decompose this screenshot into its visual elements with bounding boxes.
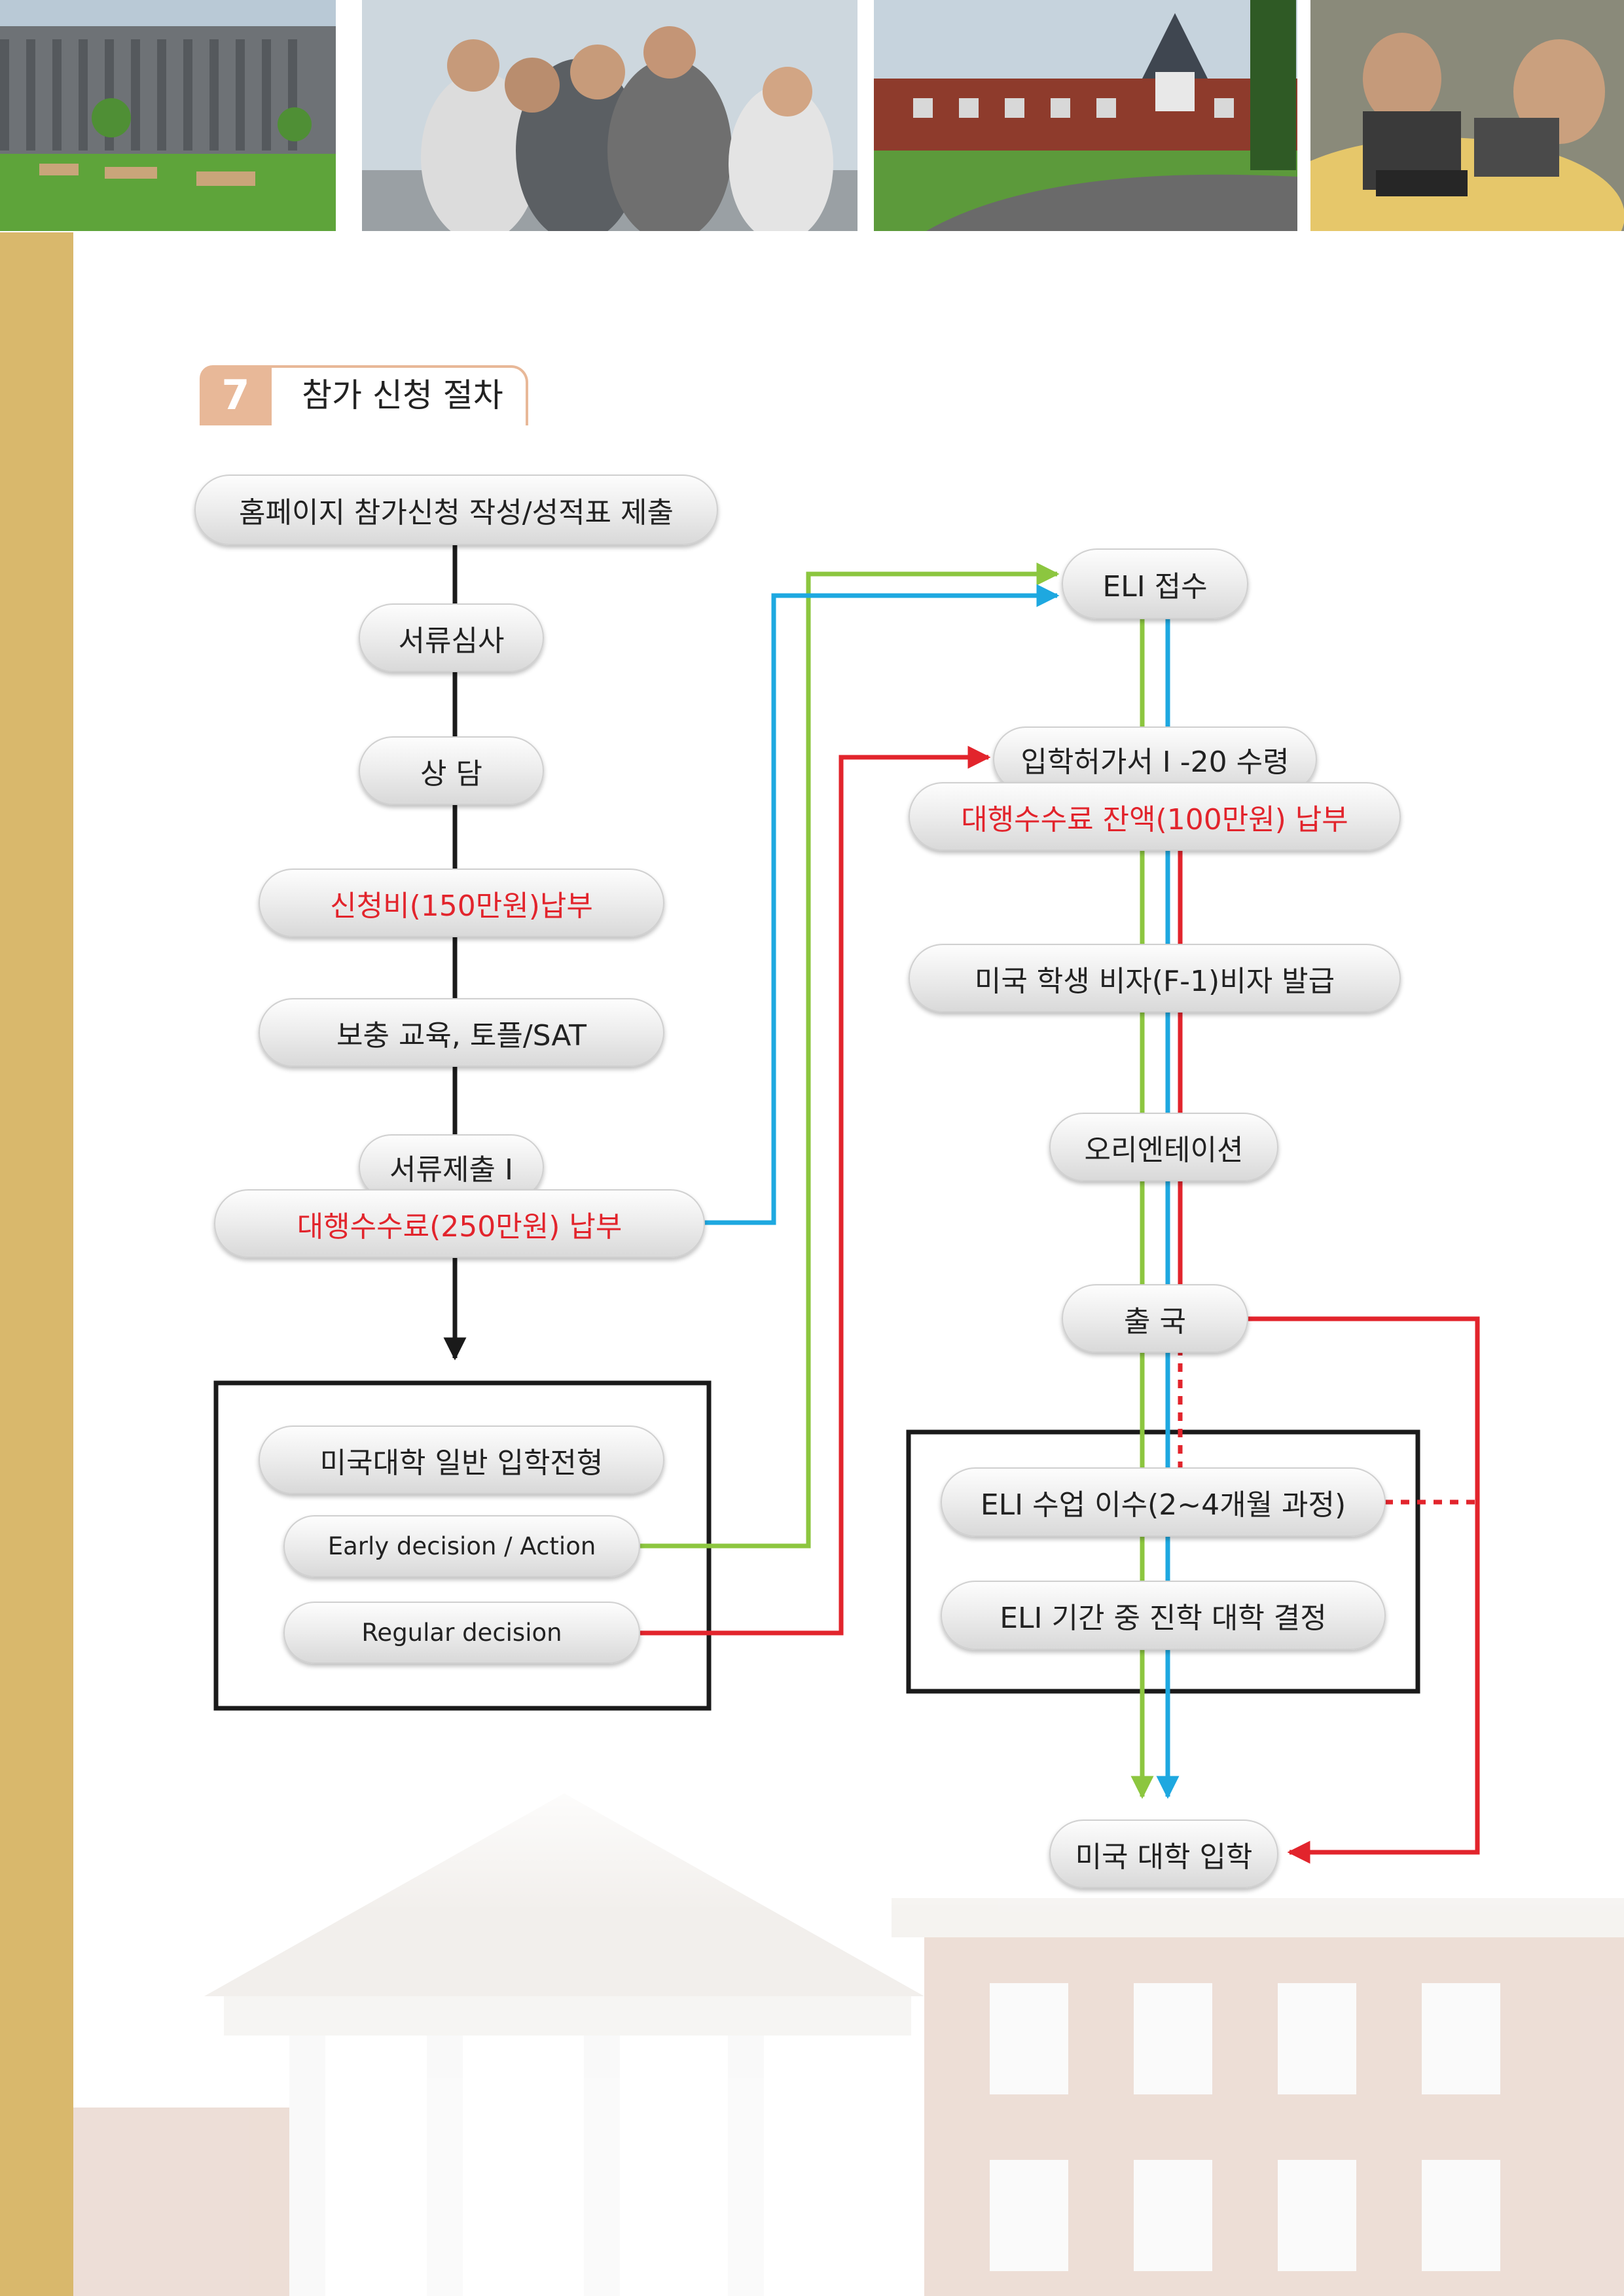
background-building-image (73, 1767, 1624, 2296)
node-i20-receipt: 입학허가서 Ⅰ -20 수령 (993, 726, 1317, 792)
section-header-frame (272, 365, 528, 425)
photo-campus-building (0, 0, 336, 231)
photo-students-group (362, 0, 857, 231)
node-early-decision: Early decision / Action (283, 1515, 640, 1577)
node-orientation: 오리엔테이션 (1049, 1113, 1278, 1181)
node-student-visa: 미국 학생 비자(F-1)비자 발급 (909, 944, 1401, 1013)
node-balance-fee: 대행수수료 잔액(100만원) 납부 (909, 782, 1401, 851)
node-eli-course: ELI 수업 이수(2~4개월 과정) (941, 1467, 1386, 1537)
node-departure: 출 국 (1062, 1284, 1248, 1353)
node-regular-decision: Regular decision (283, 1602, 640, 1664)
node-us-college-admission: 미국 대학 입학 (1049, 1820, 1278, 1888)
node-application-fee: 신청비(150만원)납부 (259, 869, 664, 937)
right-group-box (906, 1429, 1420, 1694)
section-header: 7 참가 신청 절차 (200, 365, 530, 425)
node-eli-receipt: ELI 접수 (1062, 548, 1248, 619)
node-document-screening: 서류심사 (359, 603, 544, 672)
left-decorative-stripe (0, 232, 73, 2296)
green-early-decision-connector (640, 562, 1060, 1549)
node-general-admission: 미국대학 일반 입학전형 (259, 1426, 664, 1494)
section-title: 참가 신청 절차 (302, 376, 503, 414)
node-supplementary-education: 보충 교육, 토플/SAT (259, 998, 664, 1067)
node-consultation: 상 담 (359, 736, 544, 805)
red-departure-connector (1247, 1316, 1480, 1864)
photo-campus-road (874, 0, 1297, 231)
blue-agency-fee-connector (704, 584, 1060, 1225)
photo-students-study (1310, 0, 1624, 231)
node-eli-college-decision: ELI 기간 중 진학 대학 결정 (941, 1581, 1386, 1650)
node-apply-online: 홈페이지 참가신청 작성/성적표 제출 (194, 475, 718, 545)
section-number: 7 (200, 365, 272, 425)
red-regular-decision-connector (640, 745, 991, 1636)
node-agency-fee: 대행수수료(250만원) 납부 (214, 1189, 705, 1258)
